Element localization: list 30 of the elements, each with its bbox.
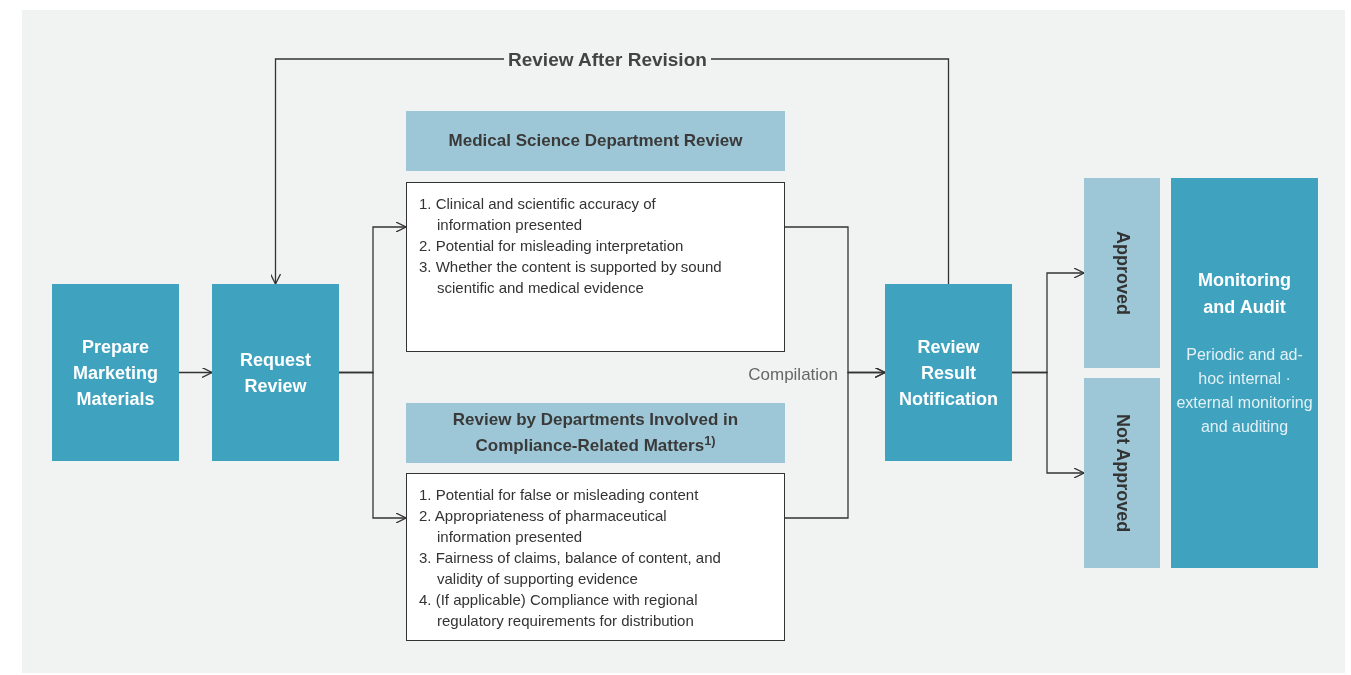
connector-arrow — [338, 371, 407, 524]
box-title: Monitoring and Audit — [1197, 269, 1292, 319]
criteria-box — [406, 473, 785, 641]
process-box — [885, 284, 1012, 461]
criteria-item: 3. Fairness of claims, balance of content, and validity of supporting evidence — [419, 548, 722, 589]
criteria-item: 3. Whether the content is supported by sound scientific and medical evidence — [419, 257, 723, 298]
connector-arrow — [784, 366, 886, 519]
process-box — [52, 284, 179, 461]
step-label: Review Result Notification — [898, 335, 999, 411]
outcome-box — [1084, 378, 1160, 568]
criteria-item: 2. Appropriateness of pharmaceutical information presented — [419, 506, 668, 547]
criteria-box — [406, 182, 785, 352]
box-description: Periodic and ad-hoc internal · external monitoring and auditing — [1175, 345, 1314, 437]
outcome-box — [1084, 178, 1160, 368]
outcome-label: Approved — [1111, 231, 1134, 315]
criteria-item: 2. Potential for misleading interpretation — [419, 236, 685, 256]
criteria-item: 1. Clinical and scientific accuracy of information presented — [419, 194, 657, 235]
section-title: Medical Science Department Review — [448, 130, 743, 152]
section-header — [406, 403, 785, 463]
criteria-item: 1. Potential for false or misleading content — [419, 485, 700, 505]
outcome-label: Not Approved — [1111, 413, 1134, 533]
step-label: Prepare Marketing Materials — [72, 335, 159, 411]
criteria-item: 4. (If applicable) Compliance with regional regulatory requirements for distribution — [419, 590, 699, 631]
section-header — [406, 111, 785, 171]
section-title: Review by Departments Involved in Compliance-Related Matters$^{1)}$ — [451, 409, 740, 457]
step-label: Request Review — [239, 348, 312, 398]
process-box — [212, 284, 339, 461]
connector-arrow — [178, 366, 213, 379]
monitoring-box — [1171, 178, 1318, 568]
connector-arrow — [1011, 371, 1085, 479]
